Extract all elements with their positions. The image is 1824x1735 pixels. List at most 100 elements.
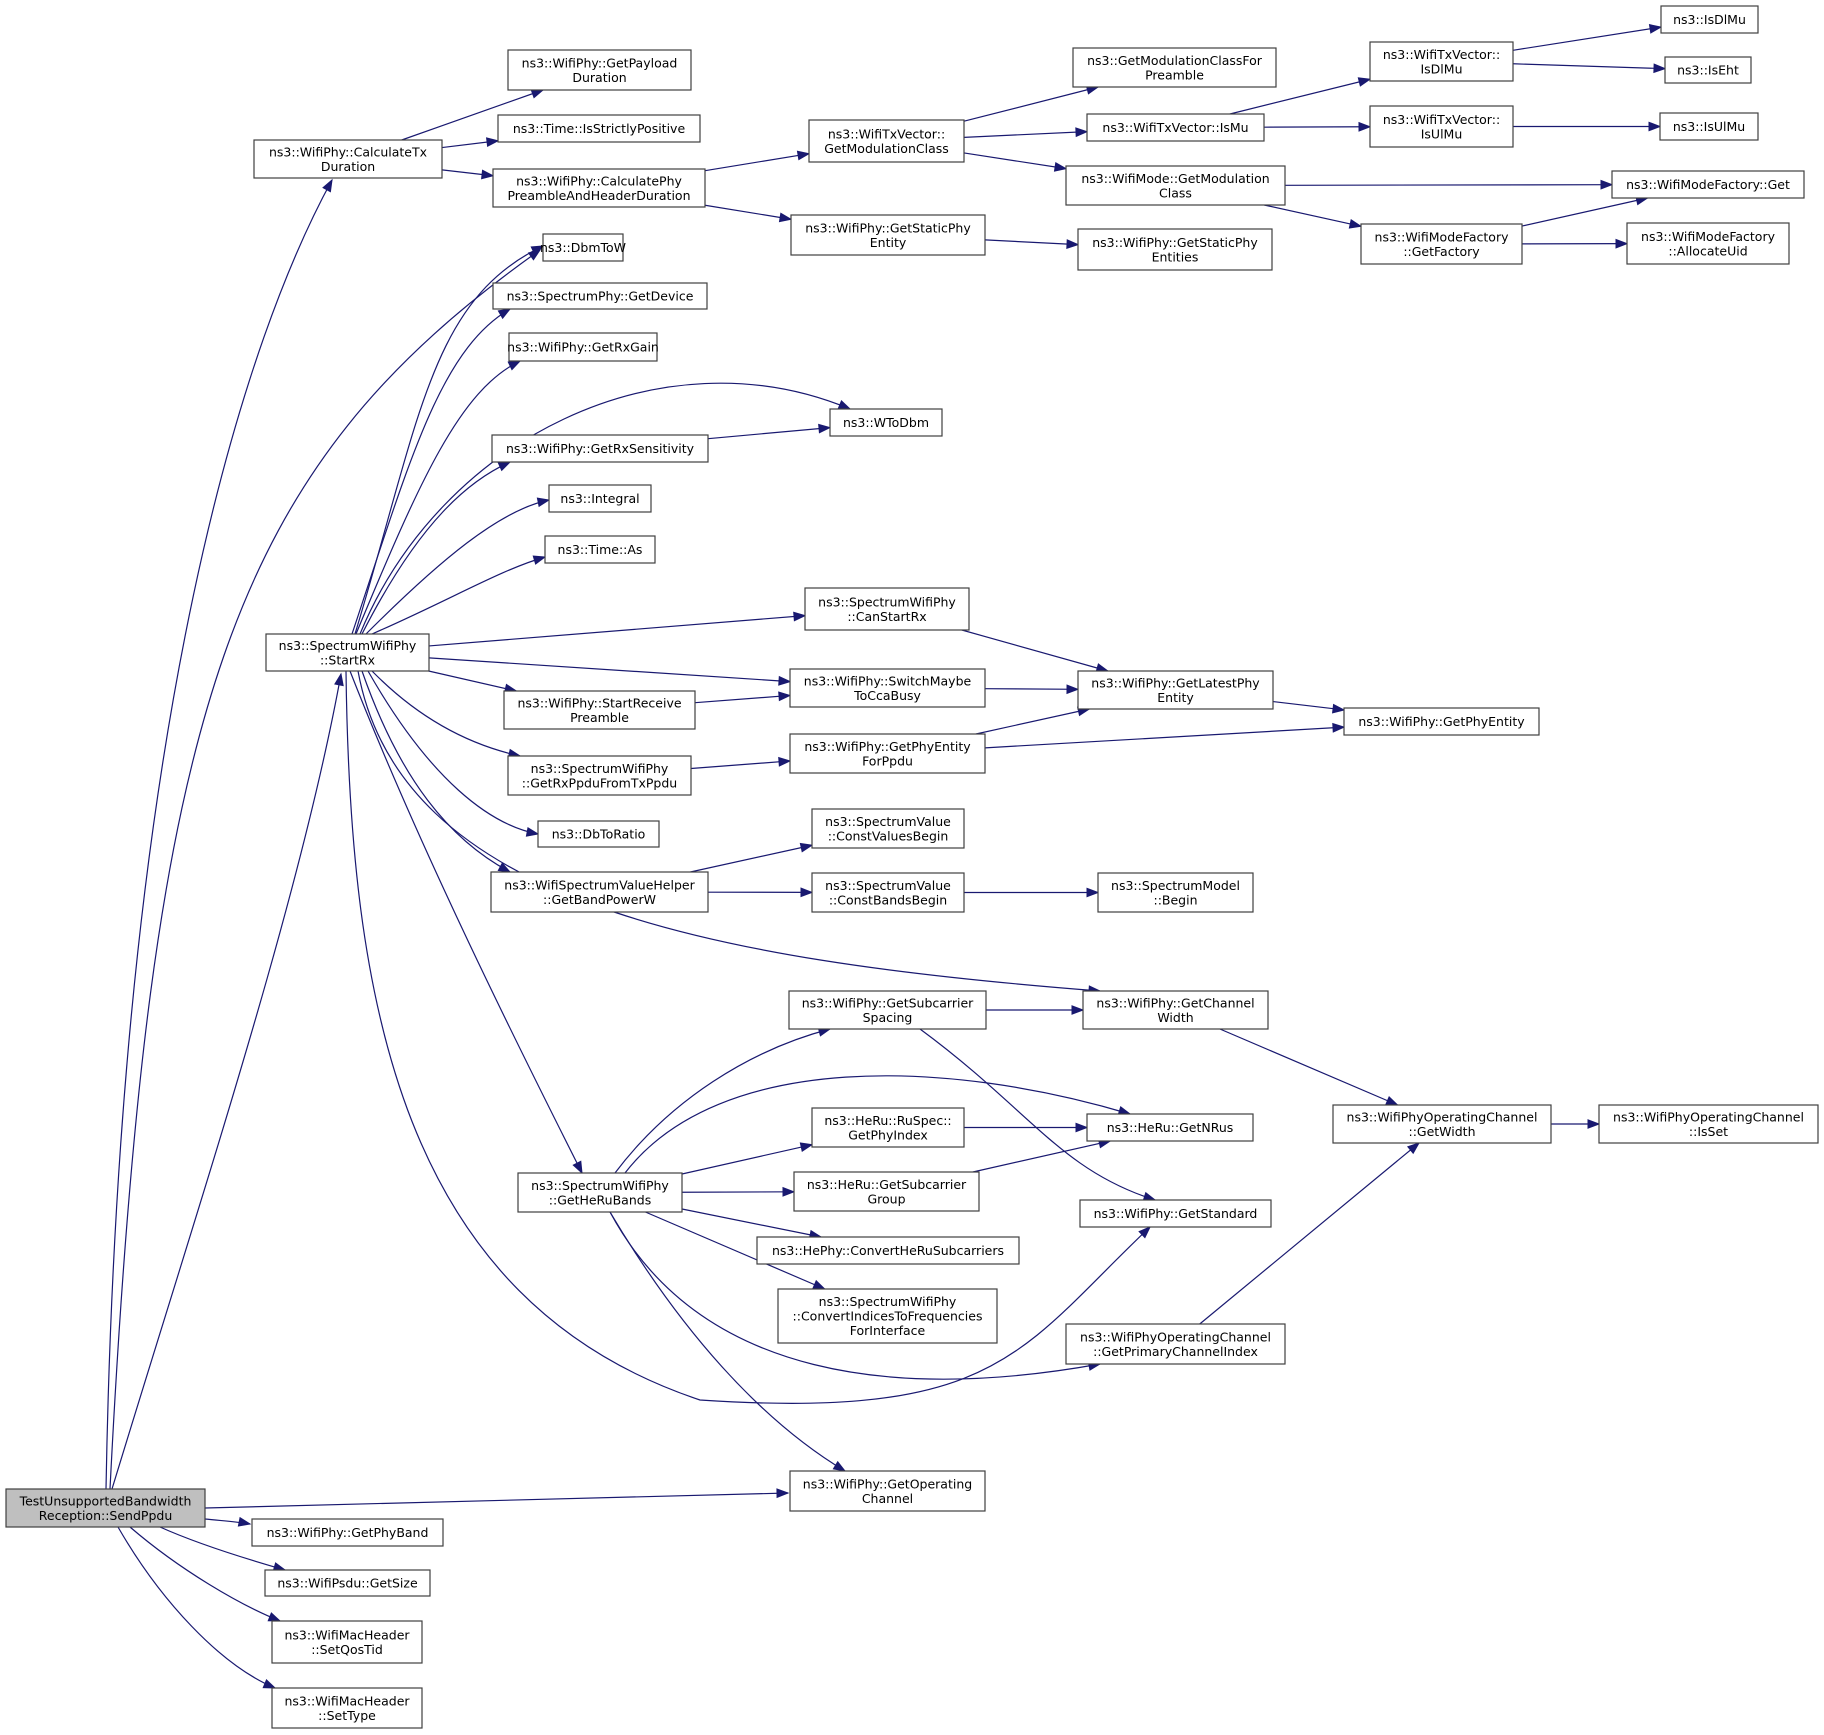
node-convidx[interactable]: ns3::SpectrumWifiPhy::ConvertIndicesToFr…	[777, 1288, 998, 1344]
node-vecisulmu[interactable]: ns3::WifiTxVector::IsUlMu	[1369, 105, 1514, 148]
edge-line	[681, 1208, 822, 1238]
node-constvals[interactable]: ns3::SpectrumValue::ConstValuesBegin	[811, 808, 965, 849]
node-canstartrx[interactable]: ns3::SpectrumWifiPhy::CanStartRx	[804, 587, 970, 631]
node-label: ns3::WifiPhyOperatingChannel	[1080, 1329, 1271, 1344]
node-phyentity[interactable]: ns3::WifiPhy::GetPhyEntity	[1343, 707, 1540, 736]
node-getwidth[interactable]: ns3::WifiPhyOperatingChannel::GetWidth	[1332, 1104, 1552, 1144]
node-label: ::GetWidth	[1408, 1124, 1475, 1139]
edge-startrx-to-dbtoratio	[367, 670, 540, 837]
edge-calcphypre-to-txvecmod	[704, 150, 811, 172]
node-phyband[interactable]: ns3::WifiPhy::GetPhyBand	[251, 1518, 444, 1547]
node-startrx[interactable]: ns3::SpectrumWifiPhy::StartRx	[265, 633, 430, 672]
node-standard[interactable]: ns3::WifiPhy::GetStandard	[1079, 1199, 1272, 1228]
node-label: ns3::WifiPhy::GetPayload	[522, 55, 678, 70]
node-rxsens[interactable]: ns3::WifiPhy::GetRxSensitivity	[491, 434, 709, 463]
node-iseht[interactable]: ns3::IsEht	[1664, 56, 1752, 84]
node-txvecmod[interactable]: ns3::WifiTxVector::GetModulationClass	[808, 119, 965, 163]
node-box	[829, 408, 943, 437]
node-vecisdlmu[interactable]: ns3::WifiTxVector::IsDlMu	[1369, 41, 1514, 82]
node-label: ToCcaBusy	[853, 688, 921, 703]
edge-line	[349, 670, 583, 1174]
node-label: Duration	[321, 159, 375, 174]
node-label: ns3::IsEht	[1677, 63, 1739, 78]
node-getdevice[interactable]: ns3::SpectrumPhy::GetDevice	[492, 282, 708, 310]
arrowhead-icon	[1075, 127, 1089, 138]
node-box	[271, 1687, 423, 1729]
node-label: ns3::WifiPhy::CalculateTx	[269, 144, 427, 159]
node-box	[548, 484, 652, 513]
node-factoryget[interactable]: ns3::WifiModeFactory::Get	[1611, 170, 1805, 199]
node-isulmu[interactable]: ns3::IsUlMu	[1659, 112, 1759, 141]
node-ismu[interactable]: ns3::WifiTxVector::IsMu	[1086, 113, 1265, 142]
node-herubands[interactable]: ns3::SpectrumWifiPhy::GetHeRuBands	[517, 1172, 683, 1213]
node-isset[interactable]: ns3::WifiPhyOperatingChannel::IsSet	[1598, 1104, 1819, 1144]
node-box	[1660, 5, 1759, 34]
node-modemod[interactable]: ns3::WifiMode::GetModulationClass	[1065, 165, 1286, 206]
arrowhead-icon	[1358, 121, 1372, 132]
node-box	[789, 1470, 986, 1512]
edge-startrx-to-bandpower	[361, 670, 512, 873]
node-label: ns3::WifiModeFactory	[1641, 229, 1776, 244]
arrowhead-icon	[1138, 1226, 1152, 1239]
arrowhead-icon	[1066, 684, 1080, 695]
node-phyindex[interactable]: ns3::HeRu::RuSpec::GetPhyIndex	[811, 1107, 965, 1148]
node-box	[507, 49, 692, 91]
node-bandpower[interactable]: ns3::WifiSpectrumValueHelper::GetBandPow…	[490, 871, 709, 913]
node-getfactory[interactable]: ns3::WifiModeFactory::GetFactory	[1360, 223, 1523, 265]
edge-herubands-to-phyindex	[681, 1142, 814, 1175]
node-label: Duration	[572, 70, 626, 85]
arrowhead-icon	[237, 1516, 252, 1527]
node-label: ns3::WifiPhy::StartReceive	[517, 695, 681, 710]
node-isdlmu[interactable]: ns3::IsDlMu	[1660, 5, 1759, 34]
node-strictpos[interactable]: ns3::Time::IsStrictlyPositive	[497, 114, 701, 143]
edge-herubands-to-subgroup	[681, 1186, 796, 1197]
arrowhead-icon	[1071, 1005, 1085, 1015]
node-primidx[interactable]: ns3::WifiPhyOperatingChannel::GetPrimary…	[1065, 1323, 1286, 1365]
node-label: ns3::HeRu::GetSubcarrier	[807, 1177, 967, 1192]
node-dbmtow[interactable]: ns3::DbmToW	[540, 233, 626, 262]
node-constbands[interactable]: ns3::SpectrumValue::ConstBandsBegin	[811, 872, 965, 913]
node-rxgain[interactable]: ns3::WifiPhy::GetRxGain	[507, 332, 659, 362]
node-modelbegin[interactable]: ns3::SpectrumModel::Begin	[1097, 872, 1254, 913]
node-box	[1611, 170, 1805, 199]
node-wtodbm[interactable]: ns3::WToDbm	[829, 408, 943, 437]
edge-primidx-to-getwidth	[1199, 1142, 1421, 1325]
node-psdusize[interactable]: ns3::WifiPsdu::GetSize	[264, 1569, 431, 1597]
node-box	[1077, 228, 1273, 271]
node-box	[271, 1620, 423, 1664]
node-setqos[interactable]: ns3::WifiMacHeader::SetQosTid	[271, 1620, 423, 1664]
arrowhead-icon	[525, 827, 540, 837]
node-box	[811, 808, 965, 849]
node-label: Channel	[862, 1491, 913, 1506]
node-integral[interactable]: ns3::Integral	[548, 484, 652, 513]
edge-calctx-to-calcphypre	[441, 169, 495, 180]
node-label: TestUnsupportedBandwidth	[19, 1493, 192, 1508]
node-convheru[interactable]: ns3::HePhy::ConvertHeRuSubcarriers	[756, 1236, 1020, 1265]
node-sendppdu[interactable]: TestUnsupportedBandwidthReception::SendP…	[5, 1488, 206, 1528]
edge-line	[371, 556, 546, 635]
node-settype[interactable]: ns3::WifiMacHeader::SetType	[271, 1687, 423, 1729]
node-rxppdu[interactable]: ns3::SpectrumWifiPhy::GetRxPpduFromTxPpd…	[507, 755, 692, 796]
node-timeas[interactable]: ns3::Time::As	[544, 535, 656, 564]
node-allocuid[interactable]: ns3::WifiModeFactory::AllocateUid	[1626, 222, 1790, 265]
node-calcphypre[interactable]: ns3::WifiPhy::CalculatePhyPreambleAndHea…	[492, 168, 706, 208]
node-dbtoratio[interactable]: ns3::DbToRatio	[537, 820, 660, 848]
edge-line	[129, 1526, 281, 1622]
node-box	[5, 1488, 206, 1528]
node-getnrus[interactable]: ns3::HeRu::GetNRus	[1086, 1113, 1254, 1142]
edges-layer	[105, 24, 1667, 1689]
